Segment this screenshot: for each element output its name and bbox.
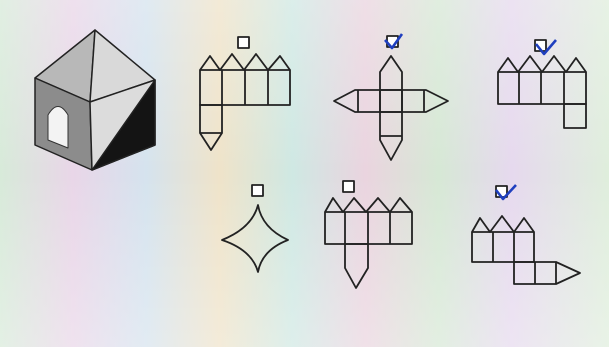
net-option-f [471,184,581,285]
checkbox-e[interactable] [342,180,355,193]
checkmark-icon [494,184,517,201]
net-option-d [221,184,289,273]
net-option-e [324,180,413,289]
checkbox-d[interactable] [251,184,264,197]
solid-cube-pyramid [34,29,156,171]
window-icon [47,106,69,149]
net-option-b [333,33,449,161]
checkmark-icon [384,33,404,50]
checkmark-icon [534,39,557,56]
net-option-c [497,39,587,129]
net-option-a [199,36,291,151]
checkbox-a[interactable] [237,36,250,49]
